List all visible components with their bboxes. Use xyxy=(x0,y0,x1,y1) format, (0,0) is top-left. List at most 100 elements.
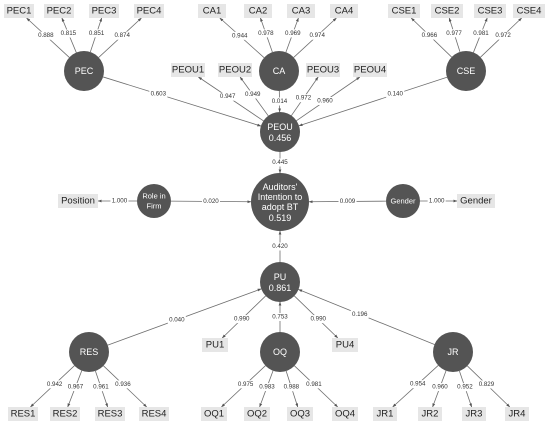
weight-label-bg xyxy=(66,383,85,392)
svg-text:Auditors': Auditors' xyxy=(263,182,298,192)
construct-gender: Gender xyxy=(386,184,420,218)
weight-label-bg xyxy=(91,383,110,392)
weight-label-bg xyxy=(230,31,249,40)
svg-text:PEOU1: PEOU1 xyxy=(172,65,204,76)
construct-ca: CA xyxy=(259,51,299,91)
weight-oq-oq1: 0.975 xyxy=(238,381,254,388)
indicator-pec2: PEC2 xyxy=(44,4,74,18)
weight-pu-intent: 0.420 xyxy=(272,243,288,250)
svg-text:OQ3: OQ3 xyxy=(290,409,310,420)
weight-label-bg xyxy=(350,310,369,319)
weight-label-bg xyxy=(282,383,301,392)
weight-label-bg xyxy=(308,31,327,40)
construct-res: RES xyxy=(69,332,109,372)
weight-label-bg xyxy=(113,31,132,40)
weight-pec-pec3: 0.851 xyxy=(89,30,105,37)
indicator-peou4: PEOU4 xyxy=(353,63,387,77)
svg-text:0.519: 0.519 xyxy=(269,213,292,223)
svg-text:OQ2: OQ2 xyxy=(247,409,267,420)
svg-text:PEOU3: PEOU3 xyxy=(307,65,339,76)
weight-jr-jr1: 0.954 xyxy=(410,381,426,388)
weight-label-bg xyxy=(218,92,237,101)
weight-label-bg xyxy=(45,380,64,389)
weight-cse-peou: 0.140 xyxy=(387,91,403,98)
weight-cse-cse3: 0.981 xyxy=(473,30,489,37)
svg-text:CSE2: CSE2 xyxy=(435,6,460,17)
svg-text:OQ4: OQ4 xyxy=(335,409,355,420)
weight-pec-pec1: 0.888 xyxy=(38,32,54,39)
weight-peou-intent: 0.445 xyxy=(272,159,288,166)
indicator-peou1: PEOU1 xyxy=(171,63,205,77)
weight-oq-oq2: 0.983 xyxy=(259,384,275,391)
weight-res-res3: 0.961 xyxy=(93,384,109,391)
svg-text:CA4: CA4 xyxy=(335,6,353,17)
construct-cse: CSE xyxy=(446,51,486,91)
weight-label-bg xyxy=(243,90,262,99)
svg-text:JR2: JR2 xyxy=(422,409,439,420)
svg-text:Position: Position xyxy=(61,196,95,207)
svg-text:Role in: Role in xyxy=(142,192,165,201)
weight-jr-jr3: 0.952 xyxy=(457,384,473,391)
svg-text:adopt BT: adopt BT xyxy=(262,202,299,212)
indicator-oq3: OQ3 xyxy=(287,407,313,421)
svg-text:OQ1: OQ1 xyxy=(204,409,224,420)
weight-ca-peou: 0.014 xyxy=(272,98,288,105)
weight-label-bg xyxy=(271,313,289,321)
weight-ca-ca3: 0.969 xyxy=(285,30,301,37)
svg-text:PU4: PU4 xyxy=(336,340,354,351)
indicator-res2: RES2 xyxy=(50,407,80,421)
construct-role-in-firm: Role in Firm xyxy=(137,184,171,218)
construct-pu: PU 0.861 xyxy=(260,262,300,302)
indicator-ca1: CA1 xyxy=(198,4,226,18)
weight-label-bg xyxy=(472,29,491,38)
indicator-peou3: PEOU3 xyxy=(306,63,340,77)
weight-label-bg xyxy=(256,29,275,38)
weight-label-bg xyxy=(294,94,313,103)
weight-label-bg xyxy=(477,380,496,389)
svg-text:PEC: PEC xyxy=(75,66,94,76)
weight-ca-ca4: 0.974 xyxy=(309,32,325,39)
construct-oq: OQ xyxy=(260,332,300,372)
weight-label-bg xyxy=(427,197,446,205)
svg-text:CA: CA xyxy=(273,66,286,76)
weight-label-bg xyxy=(494,31,513,40)
weight-label-bg xyxy=(236,380,255,389)
weight-label-bg xyxy=(149,90,168,99)
weight-res-res2: 0.967 xyxy=(68,384,84,391)
weight-label-bg xyxy=(110,197,129,205)
weight-role-intent: 0.020 xyxy=(203,198,219,205)
svg-text:CSE1: CSE1 xyxy=(392,6,417,17)
construct-pec: PEC xyxy=(64,51,104,91)
indicator-gender: Gender xyxy=(457,194,495,208)
weight-pec-pec2: 0.815 xyxy=(61,30,77,37)
weight-jr-pu: 0.196 xyxy=(352,311,368,318)
weight-peou-peou2: 0.949 xyxy=(245,91,261,98)
weight-role-position: 1.000 xyxy=(112,198,128,205)
weight-label-bg xyxy=(338,197,357,206)
weight-label-bg xyxy=(408,380,427,389)
weight-jr-jr4: 0.829 xyxy=(479,381,495,388)
svg-text:CSE: CSE xyxy=(457,66,476,76)
svg-text:RES3: RES3 xyxy=(98,409,123,420)
indicator-cse3: CSE3 xyxy=(474,4,506,18)
weight-pu-pu4: 0.990 xyxy=(310,316,326,323)
svg-text:RES2: RES2 xyxy=(53,409,78,420)
svg-text:CA3: CA3 xyxy=(292,6,310,17)
weight-cse-cse2: 0.977 xyxy=(446,30,462,37)
weight-label-bg xyxy=(283,29,302,38)
weight-peou-peou3: 0.972 xyxy=(296,95,312,102)
indicator-res3: RES3 xyxy=(95,407,125,421)
weight-label-bg xyxy=(420,31,439,40)
arrow-pec-peou xyxy=(102,76,262,127)
weight-gender-gender: 1.000 xyxy=(429,198,445,205)
weight-label-bg xyxy=(455,383,474,392)
weight-pu-pu1: 0.990 xyxy=(234,316,250,323)
svg-text:Gender: Gender xyxy=(390,197,416,206)
indicator-peou2: PEOU2 xyxy=(218,63,252,77)
svg-text:PEC2: PEC2 xyxy=(47,6,72,17)
weight-label-bg xyxy=(87,29,106,38)
construct-jr: JR xyxy=(433,332,473,372)
svg-text:PU: PU xyxy=(274,272,287,282)
svg-text:CA1: CA1 xyxy=(203,6,221,17)
